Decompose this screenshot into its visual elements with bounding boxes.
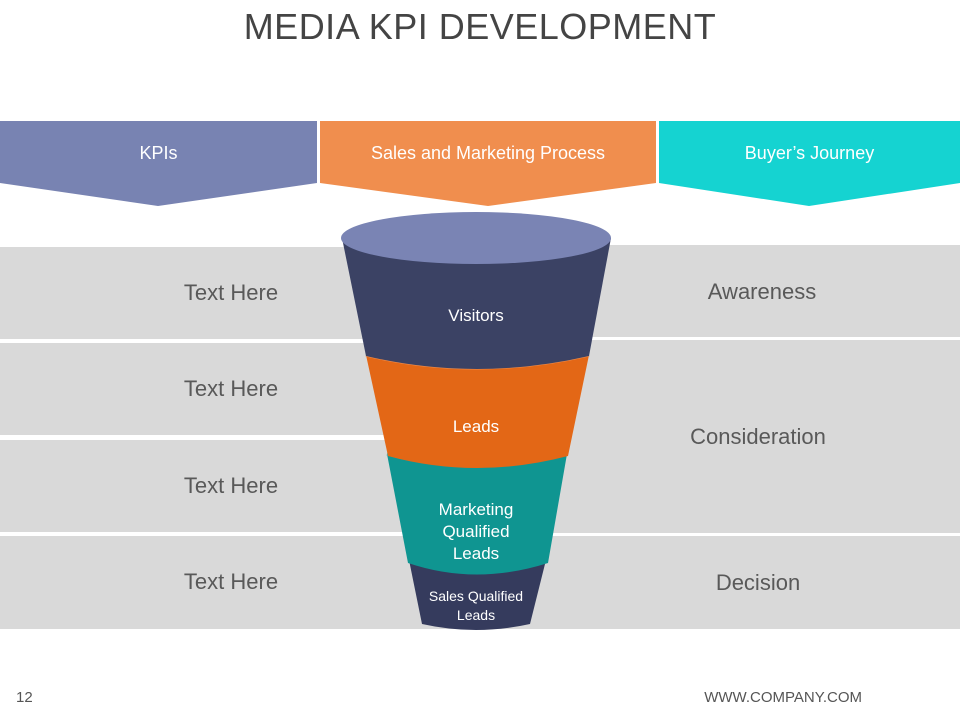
kpi-row-text-3: Text Here	[183, 473, 279, 498]
funnel-sql-segment	[409, 560, 546, 630]
process-header-shape	[320, 121, 656, 206]
journey-header: Buyer’s Journey	[659, 121, 960, 207]
journey-decision-label: Decision	[715, 570, 801, 595]
journey-awareness-label: Awareness	[707, 279, 817, 304]
slide-title: MEDIA KPI DEVELOPMENT	[243, 6, 717, 47]
journey-consideration-label: Consideration	[690, 424, 826, 449]
funnel-top-ellipse	[341, 212, 611, 264]
kpi-band-4	[0, 536, 480, 629]
funnel-visitors-label: Visitors	[448, 306, 504, 325]
kpis-header: KPIs	[0, 121, 317, 207]
kpis-header-shape	[0, 121, 317, 206]
process-header: Sales and Marketing Process	[320, 121, 656, 207]
kpi-row-text-4: Text Here	[183, 569, 279, 594]
journey-header-shape	[659, 121, 960, 206]
journey-header-label: Buyer’s Journey	[744, 142, 875, 163]
page-number: 12	[16, 689, 33, 706]
process-header-label: Sales and Marketing Process	[370, 142, 606, 163]
funnel-mql-label: Marketing Qualified Leads	[438, 500, 514, 563]
funnel-sql-label: Sales Qualified Leads	[428, 588, 524, 623]
kpi-row-text-2: Text Here	[183, 376, 279, 401]
company-url: WWW.COMPANY.COM	[704, 689, 862, 706]
kpi-row-text-1: Text Here	[183, 280, 279, 305]
funnel-mql-segment	[387, 454, 567, 575]
kpis-header-label: KPIs	[139, 142, 178, 163]
journey-band-decision	[480, 536, 960, 629]
funnel-leads-segment	[366, 355, 589, 468]
funnel-leads-label: Leads	[452, 417, 500, 436]
funnel-visitors-segment	[342, 238, 611, 369]
